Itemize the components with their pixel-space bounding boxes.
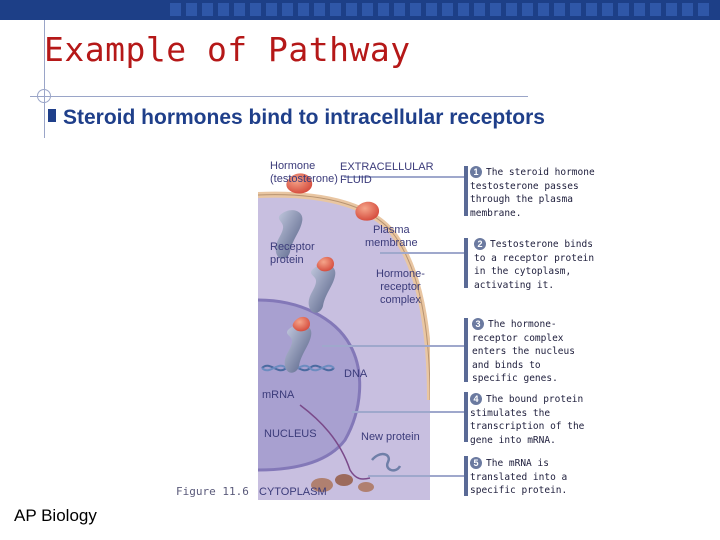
bullet-rest: bind to intracellular receptors — [242, 106, 545, 129]
step-text: The bound protein stimulates the transcr… — [470, 394, 585, 446]
receptor-protein — [275, 210, 303, 259]
step-number: 3 — [472, 318, 484, 330]
step-number: 4 — [470, 393, 482, 405]
step-number: 5 — [470, 457, 482, 469]
nucleus-label: NUCLEUS — [264, 428, 317, 440]
figure-label: Figure 11.6 — [176, 485, 249, 498]
footer-label: AP Biology — [14, 506, 97, 525]
decor-vertical-line — [44, 20, 45, 138]
step-text: The hormone-receptor complex enters the … — [472, 319, 575, 384]
step-text: Testosterone binds to a receptor protein… — [474, 239, 595, 291]
step-text: The mRNA is translated into a specific p… — [470, 458, 568, 496]
crosshair-icon — [37, 89, 51, 103]
nucleus-region — [258, 300, 360, 470]
hormone-molecule — [355, 201, 380, 221]
bullet-text: Steroid hormones bind to intracellular r… — [63, 106, 545, 130]
bullet-icon — [48, 109, 56, 122]
decor-horizontal-line — [30, 96, 528, 97]
new-protein-label: New protein — [361, 431, 420, 443]
ribosome — [358, 482, 374, 492]
mrna-strand — [299, 404, 371, 480]
top-bar — [0, 0, 720, 20]
hormone-receptor-complex-on-dna — [284, 316, 312, 373]
slide-title: Example of Pathway — [44, 30, 411, 69]
ribosome — [335, 474, 353, 486]
cytoplasm-label: CYTOPLASM — [259, 486, 327, 498]
mrna-label: mRNA — [262, 389, 295, 401]
step-number: 1 — [470, 166, 482, 178]
new-protein — [371, 452, 402, 472]
hormone-molecule — [286, 173, 313, 194]
step-text: The steroid hormone testosterone passes … — [470, 167, 595, 219]
hormone-receptor-complex — [308, 256, 336, 313]
step-number: 2 — [474, 238, 486, 250]
hormone-label: Hormone(testosterone) — [270, 160, 338, 185]
dna-label: DNA — [344, 368, 368, 380]
ribosome — [311, 478, 333, 492]
bullet-emphasis: Steroid hormones — [63, 106, 243, 129]
